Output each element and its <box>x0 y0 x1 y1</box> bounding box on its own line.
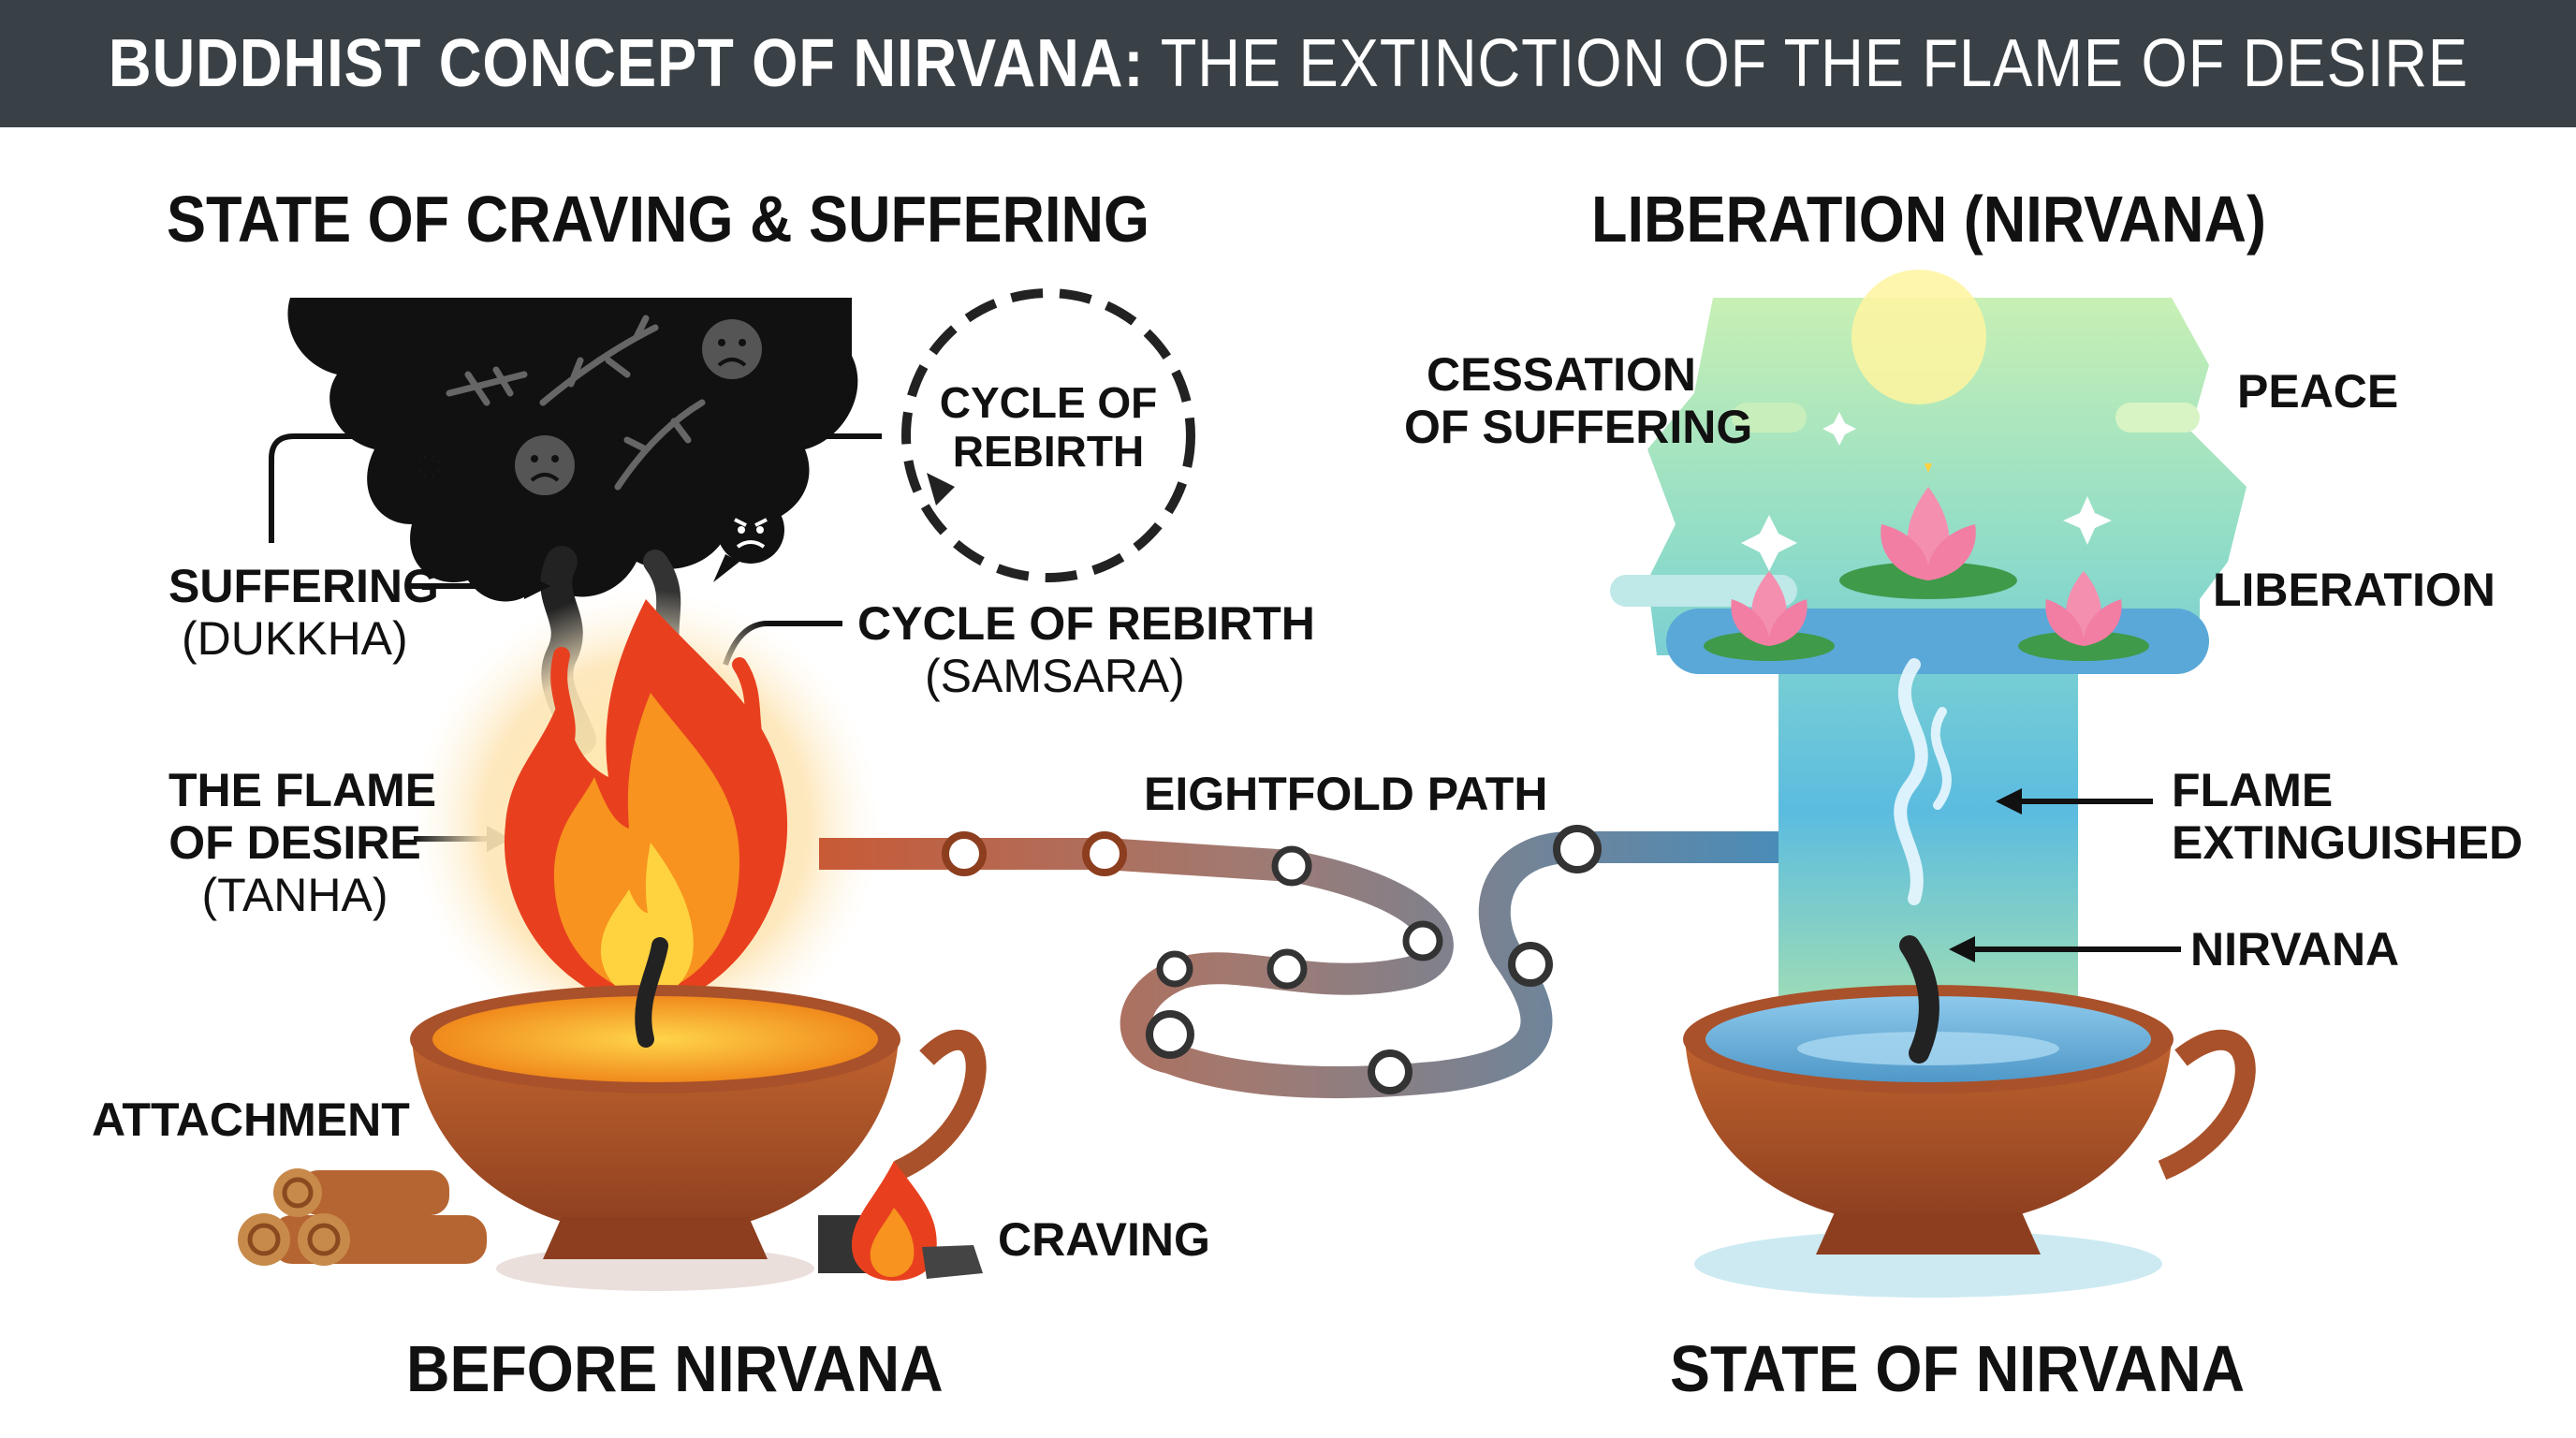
left-heading: STATE OF CRAVING & SUFFERING <box>167 183 1149 256</box>
right-footer: STATE OF NIRVANA <box>1670 1332 2246 1405</box>
oil-lamp-bowl <box>410 937 987 1291</box>
extinguished-label: FLAME EXTINGUISHED <box>2172 764 2523 869</box>
path-stone-1 <box>942 831 987 876</box>
path-stone-6 <box>1156 950 1193 988</box>
chain-ring-icon <box>901 288 1195 582</box>
flame-icon <box>504 599 788 1011</box>
title-bar: BUDDHIST CONCEPT OF NIRVANA: THE EXTINCT… <box>0 0 2576 127</box>
cycle-circle-line2: REBIRTH <box>952 427 1145 476</box>
cessation-line1: CESSATION <box>1427 348 1696 401</box>
cycle-circle-label: CYCLE OF REBIRTH <box>936 378 1161 476</box>
arrow-icon <box>407 573 550 599</box>
arrow-icon <box>1949 936 2181 962</box>
angry-face-icon <box>713 496 784 582</box>
page-title: BUDDHIST CONCEPT OF NIRVANA: THE EXTINCT… <box>108 25 2467 102</box>
sad-face-icon <box>702 319 762 379</box>
arrow-icon <box>1996 788 2153 814</box>
flame-line2: OF DESIRE <box>168 816 421 869</box>
attachment-label: ATTACHMENT <box>92 1093 410 1146</box>
heaven-scene <box>1610 270 2247 1030</box>
arrow-icon <box>783 423 882 449</box>
path-stone-5 <box>1266 948 1308 990</box>
extinguished-line2: EXTINGUISHED <box>2172 816 2524 869</box>
flame-label: THE FLAME OF DESIRE (TANHA) <box>168 764 437 921</box>
cycle-circle-line1: CYCLE OF <box>939 378 1158 427</box>
lotus-icon <box>1704 571 1835 661</box>
suffering-text: SUFFERING <box>168 560 439 612</box>
cycle-label: CYCLE OF REBIRTH (SAMSARA) <box>857 597 1315 702</box>
lotus-icon <box>1839 463 2017 599</box>
path-stone-10 <box>1553 825 1602 873</box>
path-stone-3 <box>1271 845 1312 887</box>
flame-line1: THE FLAME <box>168 764 437 816</box>
path-stone-7 <box>1146 1010 1194 1059</box>
title-main: BUDDHIST CONCEPT OF NIRVANA: <box>108 26 1144 101</box>
nirvana-diagram <box>238 270 2256 1298</box>
liberation-label: LIBERATION <box>2213 564 2496 616</box>
small-fire-icon <box>818 1161 983 1281</box>
craving-label: CRAVING <box>998 1213 1210 1266</box>
cessation-line2: OF SUFFERING <box>1404 401 1753 453</box>
left-footer: BEFORE NIRVANA <box>406 1332 944 1405</box>
arrow-icon <box>269 423 397 543</box>
cessation-label: CESSATION OF SUFFERING <box>1404 348 1753 453</box>
logs-icon <box>238 1168 487 1266</box>
right-heading: LIBERATION (NIRVANA) <box>1591 183 2266 256</box>
path-stone-2 <box>1082 831 1127 876</box>
nirvana-label: NIRVANA <box>2190 923 2400 976</box>
path-stone-4 <box>1402 920 1443 961</box>
path-stone-9 <box>1508 942 1553 987</box>
flame-subtext: (TANHA) <box>201 869 388 921</box>
title-subtitle: THE EXTINCTION OF THE FLAME OF DESIRE <box>1143 26 2468 101</box>
sad-face-icon <box>515 435 575 495</box>
sun-burst-icon <box>399 436 459 496</box>
eightfold-path-label: EIGHTFOLD PATH <box>1144 768 1548 820</box>
suffering-subtext: (DUKKHA) <box>182 612 408 665</box>
cycle-text: CYCLE OF REBIRTH <box>857 597 1315 650</box>
cycle-subtext: (SAMSARA) <box>925 650 1185 702</box>
water-lamp-bowl <box>1683 935 2256 1298</box>
peace-label: PEACE <box>2237 365 2399 418</box>
extinguished-line1: FLAME <box>2172 764 2334 816</box>
path-stone-8 <box>1368 1049 1412 1094</box>
suffering-label: SUFFERING (DUKKHA) <box>168 560 439 665</box>
smoke-cloud <box>287 298 858 761</box>
lotus-icon <box>2018 571 2149 661</box>
